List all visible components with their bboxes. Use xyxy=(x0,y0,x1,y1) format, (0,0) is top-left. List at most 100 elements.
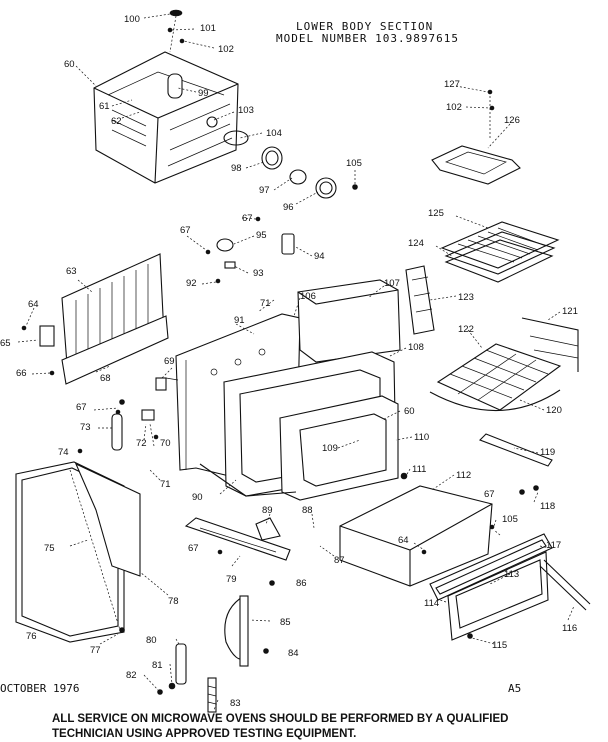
label-108: 108 xyxy=(408,342,424,353)
top-cabinet xyxy=(93,51,239,184)
label-78: 78 xyxy=(168,596,179,607)
label-105-top: 105 xyxy=(346,158,362,169)
label-86: 86 xyxy=(296,578,307,589)
label-69: 69 xyxy=(164,356,175,367)
label-73: 73 xyxy=(80,422,91,433)
label-95: 95 xyxy=(256,230,267,241)
label-63: 63 xyxy=(66,266,77,277)
label-67-a: 67 xyxy=(242,213,253,224)
model-number: MODEL NUMBER 103.9897615 xyxy=(276,32,459,45)
label-87: 87 xyxy=(334,555,345,566)
label-116: 116 xyxy=(562,623,577,634)
small-brackets xyxy=(205,216,295,284)
label-106: 106 xyxy=(300,291,316,302)
page-label: A5 xyxy=(508,682,522,695)
leader-lines xyxy=(17,13,575,711)
label-88: 88 xyxy=(302,505,313,516)
service-notice-line1: ALL SERVICE ON MICROWAVE OVENS SHOULD BE… xyxy=(52,713,509,725)
label-67-d: 67 xyxy=(484,489,495,500)
label-77: 77 xyxy=(90,645,101,656)
side-vent-123 xyxy=(405,265,435,335)
top-vent-hardware xyxy=(167,9,185,53)
part-labels: 100 101 102 60 61 62 99 103 104 98 97 96… xyxy=(0,14,578,709)
oven-door xyxy=(15,461,141,643)
diagram-title: LOWER BODY SECTION xyxy=(296,20,434,33)
label-96: 96 xyxy=(283,202,294,213)
label-109: 109 xyxy=(322,443,338,454)
label-126: 126 xyxy=(504,115,520,126)
label-64-b: 64 xyxy=(398,535,409,546)
label-67-c: 67 xyxy=(76,402,87,413)
rear-panel-63 xyxy=(21,253,169,385)
label-85: 85 xyxy=(280,617,291,628)
label-60: 60 xyxy=(64,59,75,70)
label-71-b: 71 xyxy=(160,479,171,490)
label-67-b: 67 xyxy=(180,225,191,236)
label-71-a: 71 xyxy=(260,298,271,309)
label-94: 94 xyxy=(314,251,325,262)
label-118: 118 xyxy=(540,501,555,512)
label-121: 121 xyxy=(562,306,578,317)
label-98: 98 xyxy=(231,163,242,174)
label-117: 117 xyxy=(546,540,561,551)
label-82: 82 xyxy=(126,670,137,681)
fan-and-rings xyxy=(223,130,358,199)
broiler-pan-and-grid xyxy=(440,221,560,283)
label-114: 114 xyxy=(424,598,439,609)
label-65: 65 xyxy=(0,338,11,349)
label-103: 103 xyxy=(238,105,254,116)
rack-guide-119 xyxy=(479,433,553,495)
label-102-right: 102 xyxy=(446,102,462,113)
label-76: 76 xyxy=(26,631,37,642)
label-119: 119 xyxy=(540,447,555,458)
label-123: 123 xyxy=(458,292,474,303)
label-60-b: 60 xyxy=(404,406,415,417)
label-62: 62 xyxy=(111,116,122,127)
label-64: 64 xyxy=(28,299,39,310)
oven-body xyxy=(155,279,401,501)
label-75: 75 xyxy=(44,543,55,554)
oven-rack xyxy=(429,317,579,412)
label-112: 112 xyxy=(456,470,471,481)
label-79: 79 xyxy=(226,574,237,585)
label-84: 84 xyxy=(288,648,299,659)
hinge-parts-left xyxy=(77,399,159,454)
label-111: 111 xyxy=(412,464,426,475)
date-label: OCTOBER 1976 xyxy=(0,682,80,695)
label-67-e: 67 xyxy=(188,543,199,554)
label-61: 61 xyxy=(99,101,110,112)
label-74: 74 xyxy=(58,447,69,458)
label-104: 104 xyxy=(266,128,282,139)
hinge-assembly xyxy=(157,595,269,713)
label-80: 80 xyxy=(146,635,157,646)
label-127: 127 xyxy=(444,79,460,90)
broil-element xyxy=(431,89,521,185)
label-122: 122 xyxy=(458,324,474,335)
service-notice-line2: TECHNICIAN USING APPROVED TESTING EQUIPM… xyxy=(52,728,357,740)
label-99: 99 xyxy=(198,88,209,99)
label-102: 102 xyxy=(218,44,234,55)
label-70: 70 xyxy=(160,438,171,449)
label-113: 113 xyxy=(504,569,519,580)
label-100: 100 xyxy=(124,14,140,25)
label-120: 120 xyxy=(546,405,562,416)
label-115: 115 xyxy=(492,640,507,651)
hinge-bracket-79 xyxy=(184,517,291,586)
label-101: 101 xyxy=(200,23,216,34)
label-92: 92 xyxy=(186,278,197,289)
label-91: 91 xyxy=(234,315,245,326)
label-110: 110 xyxy=(414,432,429,443)
label-93: 93 xyxy=(253,268,264,279)
label-97: 97 xyxy=(259,185,270,196)
storage-drawer xyxy=(339,472,591,641)
label-72: 72 xyxy=(136,438,147,449)
label-124: 124 xyxy=(408,238,424,249)
label-125: 125 xyxy=(428,208,444,219)
label-105-b: 105 xyxy=(502,514,518,525)
label-68: 68 xyxy=(100,373,111,384)
label-89: 89 xyxy=(262,505,273,516)
label-66: 66 xyxy=(16,368,27,379)
label-107: 107 xyxy=(384,278,400,289)
